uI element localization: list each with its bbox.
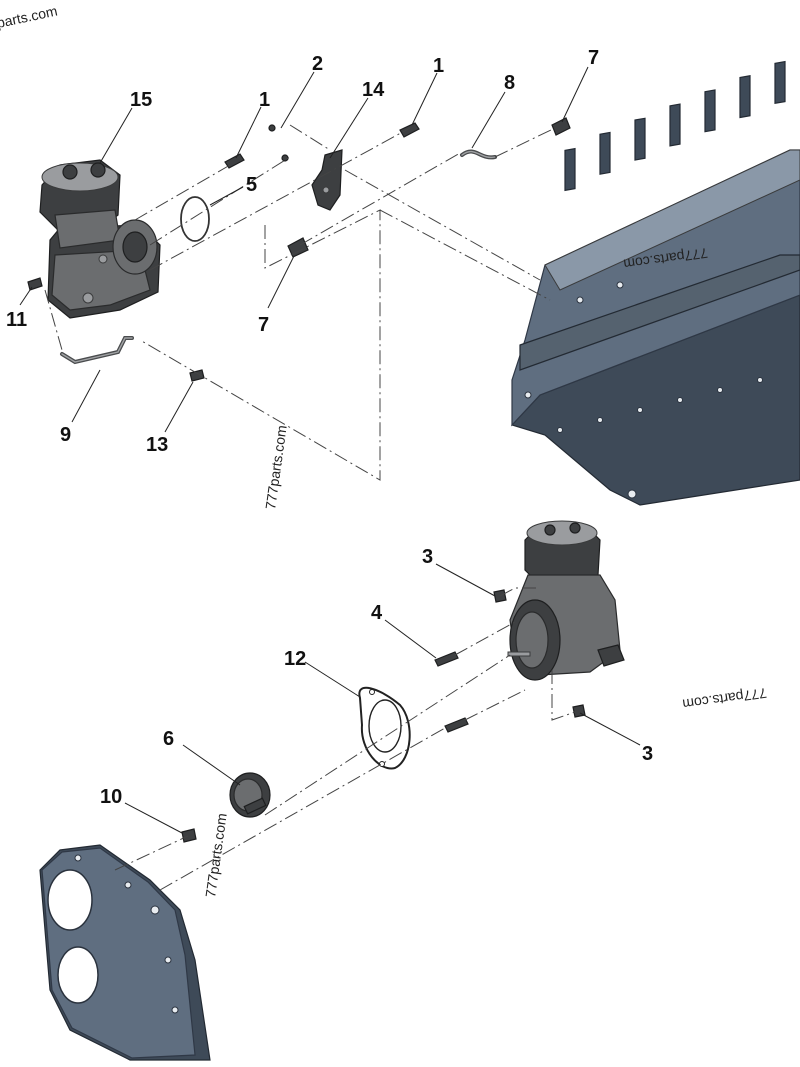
- connector-7b: [287, 237, 309, 258]
- fitting-11: [27, 277, 43, 291]
- capscrew-1b: [399, 122, 420, 138]
- leader-lines: [19, 66, 641, 834]
- callout-6: 6: [163, 728, 174, 750]
- callout-7-upper: 7: [588, 47, 599, 69]
- screw-2: [268, 124, 289, 162]
- callout-8: 8: [504, 72, 515, 94]
- watermark-corner: parts.com: [0, 3, 59, 31]
- o-ring-5: [180, 196, 210, 242]
- callout-14: 14: [362, 79, 385, 101]
- callout-3-lower: 3: [642, 743, 653, 765]
- callout-3-upper: 3: [422, 546, 433, 568]
- engine-block-bolt-holes: [524, 281, 763, 499]
- callout-7-lower: 7: [258, 314, 269, 336]
- fitting-13: [189, 369, 205, 382]
- stud-4b: [444, 717, 469, 733]
- drive-gear-6: [229, 772, 271, 818]
- callout-10: 10: [100, 786, 122, 808]
- connector-7a: [551, 117, 571, 136]
- callout-1-upper-left: 1: [259, 89, 270, 111]
- callout-11: 11: [6, 309, 27, 331]
- callout-1-upper-right: 1: [433, 55, 444, 77]
- callout-13: 13: [146, 434, 168, 456]
- callout-12: 12: [284, 648, 306, 670]
- watermark-middle: 777parts.com: [262, 424, 290, 510]
- callout-2: 2: [312, 53, 323, 75]
- callout-4: 4: [371, 602, 383, 624]
- stud-4a: [434, 651, 459, 667]
- air-compressor-upper: [39, 159, 161, 319]
- assembly-lines-upper: [44, 124, 556, 481]
- engine-block-ribs: [564, 60, 786, 192]
- tube-9: [60, 336, 134, 365]
- bracket-14: [311, 149, 343, 211]
- assembly-lines-lower: [114, 587, 576, 891]
- watermark-right: 777parts.com: [682, 685, 768, 713]
- callout-9: 9: [60, 424, 71, 446]
- engine-block: [510, 60, 800, 506]
- gasket-12: [358, 686, 411, 770]
- callout-15: 15: [130, 89, 152, 111]
- nut-10: [181, 828, 197, 843]
- air-compressor-lower: [507, 520, 625, 681]
- tube-fitting-8: [460, 149, 497, 160]
- callout-labels: 15 1 2 14 1 8 7 5 11 7 9 13 3 4 12 6 3 1…: [6, 47, 653, 808]
- watermark-bottom: 777parts.com: [202, 812, 230, 898]
- gear-housing-cover: [39, 844, 211, 1061]
- callout-5: 5: [246, 174, 257, 196]
